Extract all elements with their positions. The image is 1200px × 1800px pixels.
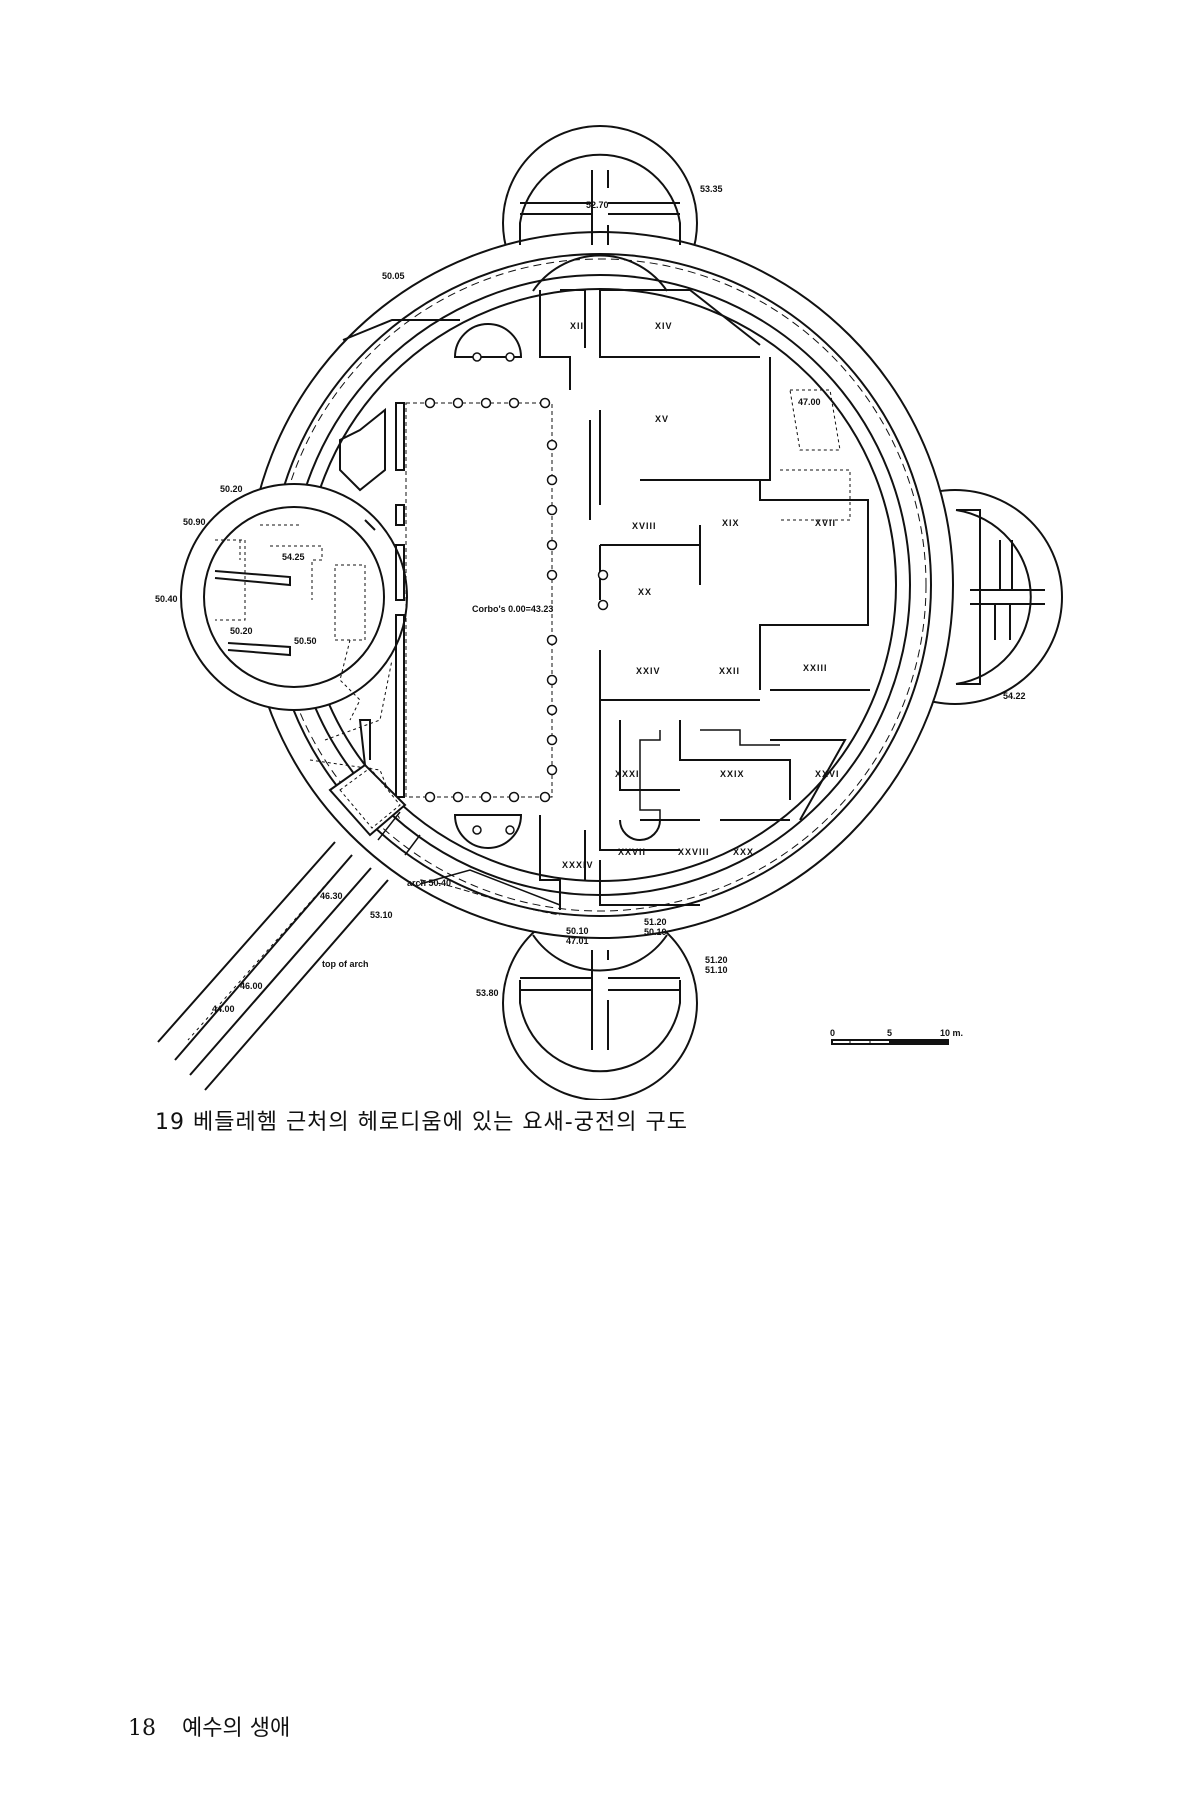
elevation-label: 53.10	[370, 910, 393, 920]
elevation-label: 50.10	[566, 926, 589, 936]
peristyle-courtyard	[405, 402, 553, 798]
scale-labels: 0 5 10 m.	[830, 1028, 963, 1038]
elevation-label: 54.25	[282, 552, 305, 562]
scale-zero: 0	[830, 1028, 835, 1038]
room-label: XXX	[733, 847, 754, 857]
scale-mid: 5	[887, 1028, 892, 1038]
elevation-label: 51.20	[705, 955, 728, 965]
elevation-label: 53.35	[700, 184, 723, 194]
room-label: XXVII	[618, 847, 646, 857]
room-label: XIII	[570, 321, 588, 331]
elevation-label: 50.40	[155, 594, 178, 604]
west-tower-outer	[180, 483, 408, 711]
elevation-label: 51.20	[644, 917, 667, 927]
running-title: 예수의 생애	[182, 1716, 291, 1741]
room-label: XIX	[722, 518, 740, 528]
room-labels: XIII XIV XV XVIII XIX XVII XX XXIV XXII …	[562, 321, 840, 870]
figure-caption: 19 베들레헴 근처의 헤로디움에 있는 요새-궁전의 구도	[155, 1110, 688, 1135]
elevation-label: 53.80	[476, 988, 499, 998]
room-label: XV	[655, 414, 669, 424]
page-number: 18	[128, 1716, 156, 1741]
page-footer: 18 예수의 생애	[128, 1710, 316, 1742]
columns	[424, 352, 609, 835]
fortress-floor-plan: XIII XIV XV XVIII XIX XVII XX XXIV XXII …	[155, 125, 1063, 1100]
elevation-label: 50.05	[382, 271, 405, 281]
room-label: XXVIII	[678, 847, 710, 857]
room-label: XVIII	[632, 521, 657, 531]
room-label: XXIV	[636, 666, 661, 676]
elevation-label: 50.10	[644, 927, 667, 937]
scale-bar	[831, 1039, 949, 1045]
room-label: XXIX	[720, 769, 745, 779]
elevation-label: top of arch	[322, 959, 369, 969]
elevation-label: 51.10	[705, 965, 728, 975]
room-label: XXXI	[615, 769, 640, 779]
elevation-label: 44.00	[212, 1004, 235, 1014]
elevation-label: 46.00	[240, 981, 263, 991]
elevation-label: 46.30	[320, 891, 343, 901]
west-tower-inner	[203, 506, 385, 688]
room-label: XXIII	[803, 663, 828, 673]
room-label: XXXIV	[562, 860, 594, 870]
stair-passage	[157, 841, 389, 1091]
elevation-label: 50.20	[220, 484, 243, 494]
scale-end: 10 m.	[940, 1028, 963, 1038]
room-label: XVII	[815, 518, 836, 528]
room-label: XX	[638, 587, 652, 597]
datum-label: Corbo's 0.00=43.23	[472, 604, 553, 614]
room-label: XIV	[655, 321, 673, 331]
elevation-label: arch 50.40	[407, 878, 451, 888]
elevation-label: 50.20	[230, 626, 253, 636]
elevation-label: 54.22	[1003, 691, 1026, 701]
elevation-label: 52.70	[586, 200, 609, 210]
elevation-labels: 53.35 52.70 50.05 47.00 50.20 50.90 54.2…	[155, 184, 1026, 1014]
room-label: XXII	[719, 666, 740, 676]
elevation-label: 47.00	[798, 397, 821, 407]
elevation-label: 50.90	[183, 517, 206, 527]
elevation-label: 47.01	[566, 936, 589, 946]
room-label: XXVI	[815, 769, 840, 779]
elevation-label: 50.50	[294, 636, 317, 646]
